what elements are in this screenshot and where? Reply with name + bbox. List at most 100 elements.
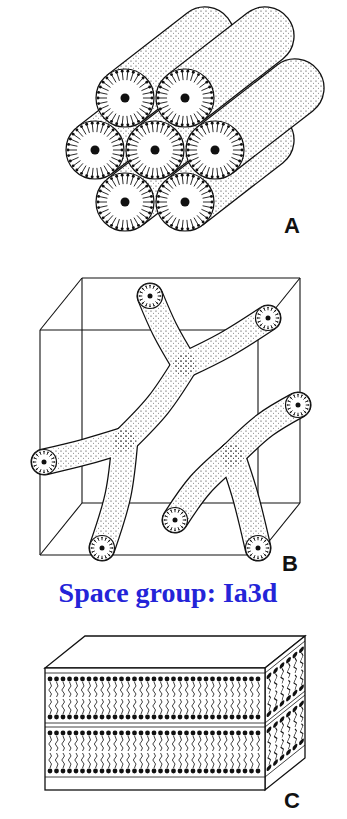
lipid-tail (88, 699, 91, 714)
surfactant-head (174, 509, 176, 511)
surfactant-head (85, 123, 88, 126)
lipid-tail (294, 711, 297, 728)
surfactant-tail (95, 541, 97, 543)
surfactant-tail (261, 323, 263, 325)
surfactant-tail (150, 304, 151, 307)
surfactant-head (240, 154, 243, 157)
lipid-head (204, 677, 209, 682)
surfactant-head (210, 102, 213, 105)
lipid-tail (224, 736, 227, 751)
lipid-head (145, 769, 150, 774)
surfactant-tail (44, 452, 45, 455)
lipid-tail (224, 682, 227, 697)
slab-side (265, 636, 305, 790)
surfactant-head (72, 133, 75, 136)
surfactant-head (159, 299, 161, 301)
surfactant-head (222, 174, 225, 177)
lipid-tail (224, 699, 227, 714)
surfactant-head (157, 303, 159, 305)
surfactant-tail (291, 410, 293, 412)
lipid-tail (268, 749, 271, 766)
lipid-head (273, 704, 278, 713)
lipid-tail (75, 682, 78, 697)
surfactant-head (51, 469, 53, 471)
surfactant-head (97, 557, 99, 559)
lipid-tail (257, 699, 260, 714)
surfactant-tail (271, 325, 272, 328)
surfactant-head (121, 174, 124, 177)
surfactant-head (308, 404, 310, 406)
lipid-tail (281, 667, 284, 684)
surfactant-head (53, 465, 55, 467)
surfactant-tail (146, 286, 147, 289)
surfactant-head (189, 160, 192, 163)
surfactant-head (151, 201, 154, 204)
lipid-head (171, 677, 176, 682)
lipid-head (236, 731, 241, 736)
surfactant-head (205, 216, 208, 219)
lipid-head (100, 715, 105, 720)
surfactant-tail (261, 311, 263, 313)
surfactant-head (267, 328, 269, 330)
surfactant-head (167, 125, 170, 128)
surfactant-head (94, 540, 96, 542)
surfactant-head (91, 122, 94, 125)
surfactant-head (261, 537, 263, 539)
lipid-tail (237, 736, 240, 751)
surfactant-head (192, 175, 195, 178)
surfactant-head (250, 555, 252, 557)
lipid-tail (88, 682, 91, 697)
lipid-head (230, 677, 235, 682)
surfactant-head (195, 169, 198, 172)
lipid-head (217, 715, 222, 720)
lipid-tail (159, 736, 162, 751)
surfactant-head (53, 457, 55, 459)
surfactant-head (187, 143, 190, 146)
slab-top (45, 636, 305, 668)
lipid-head (236, 769, 241, 774)
lipid-head (249, 677, 254, 682)
surfactant-head (127, 143, 130, 146)
slab-front (45, 668, 265, 790)
surfactant-head (157, 201, 160, 204)
surfactant-head (257, 317, 259, 319)
tube-outline (125, 365, 185, 440)
surfactant-tail (271, 308, 272, 311)
lipid-head (126, 715, 131, 720)
surfactant-head (174, 530, 176, 532)
lipid-tail (55, 699, 58, 714)
lipid-head (93, 715, 98, 720)
lipid-head (293, 705, 298, 714)
lipid-tail (107, 699, 110, 714)
cube-edge (40, 503, 82, 555)
surfactant-head (278, 317, 280, 319)
micelle-end (96, 69, 154, 127)
micelle-end (96, 173, 154, 231)
lipid-head (145, 731, 150, 736)
surfactant-head (208, 212, 211, 215)
surfactant-tail (248, 548, 251, 549)
surfactant-head (157, 97, 160, 100)
surfactant-head (150, 195, 153, 198)
surfactant-head (97, 201, 100, 204)
surfactant-head (287, 404, 289, 406)
lipid-head (158, 715, 163, 720)
lipid-tail (140, 736, 143, 751)
surfactant-head (142, 288, 144, 290)
surfactant-tail (183, 520, 186, 521)
lipid-head (113, 731, 118, 736)
surfactant-head (67, 149, 70, 152)
lipid-head (184, 731, 189, 736)
lipid-head (210, 715, 215, 720)
lipid-tail (133, 699, 136, 714)
surfactant-head (85, 174, 88, 177)
lipid-tail (172, 699, 175, 714)
surfactant-head (132, 164, 135, 167)
surfactant-head (175, 122, 178, 125)
surfactant-head (265, 555, 267, 557)
surfactant-head (197, 73, 200, 76)
surfactant-tail (34, 458, 37, 459)
surfactant-head (271, 327, 273, 329)
surfactant-head (129, 138, 132, 141)
lipid-head (184, 677, 189, 682)
